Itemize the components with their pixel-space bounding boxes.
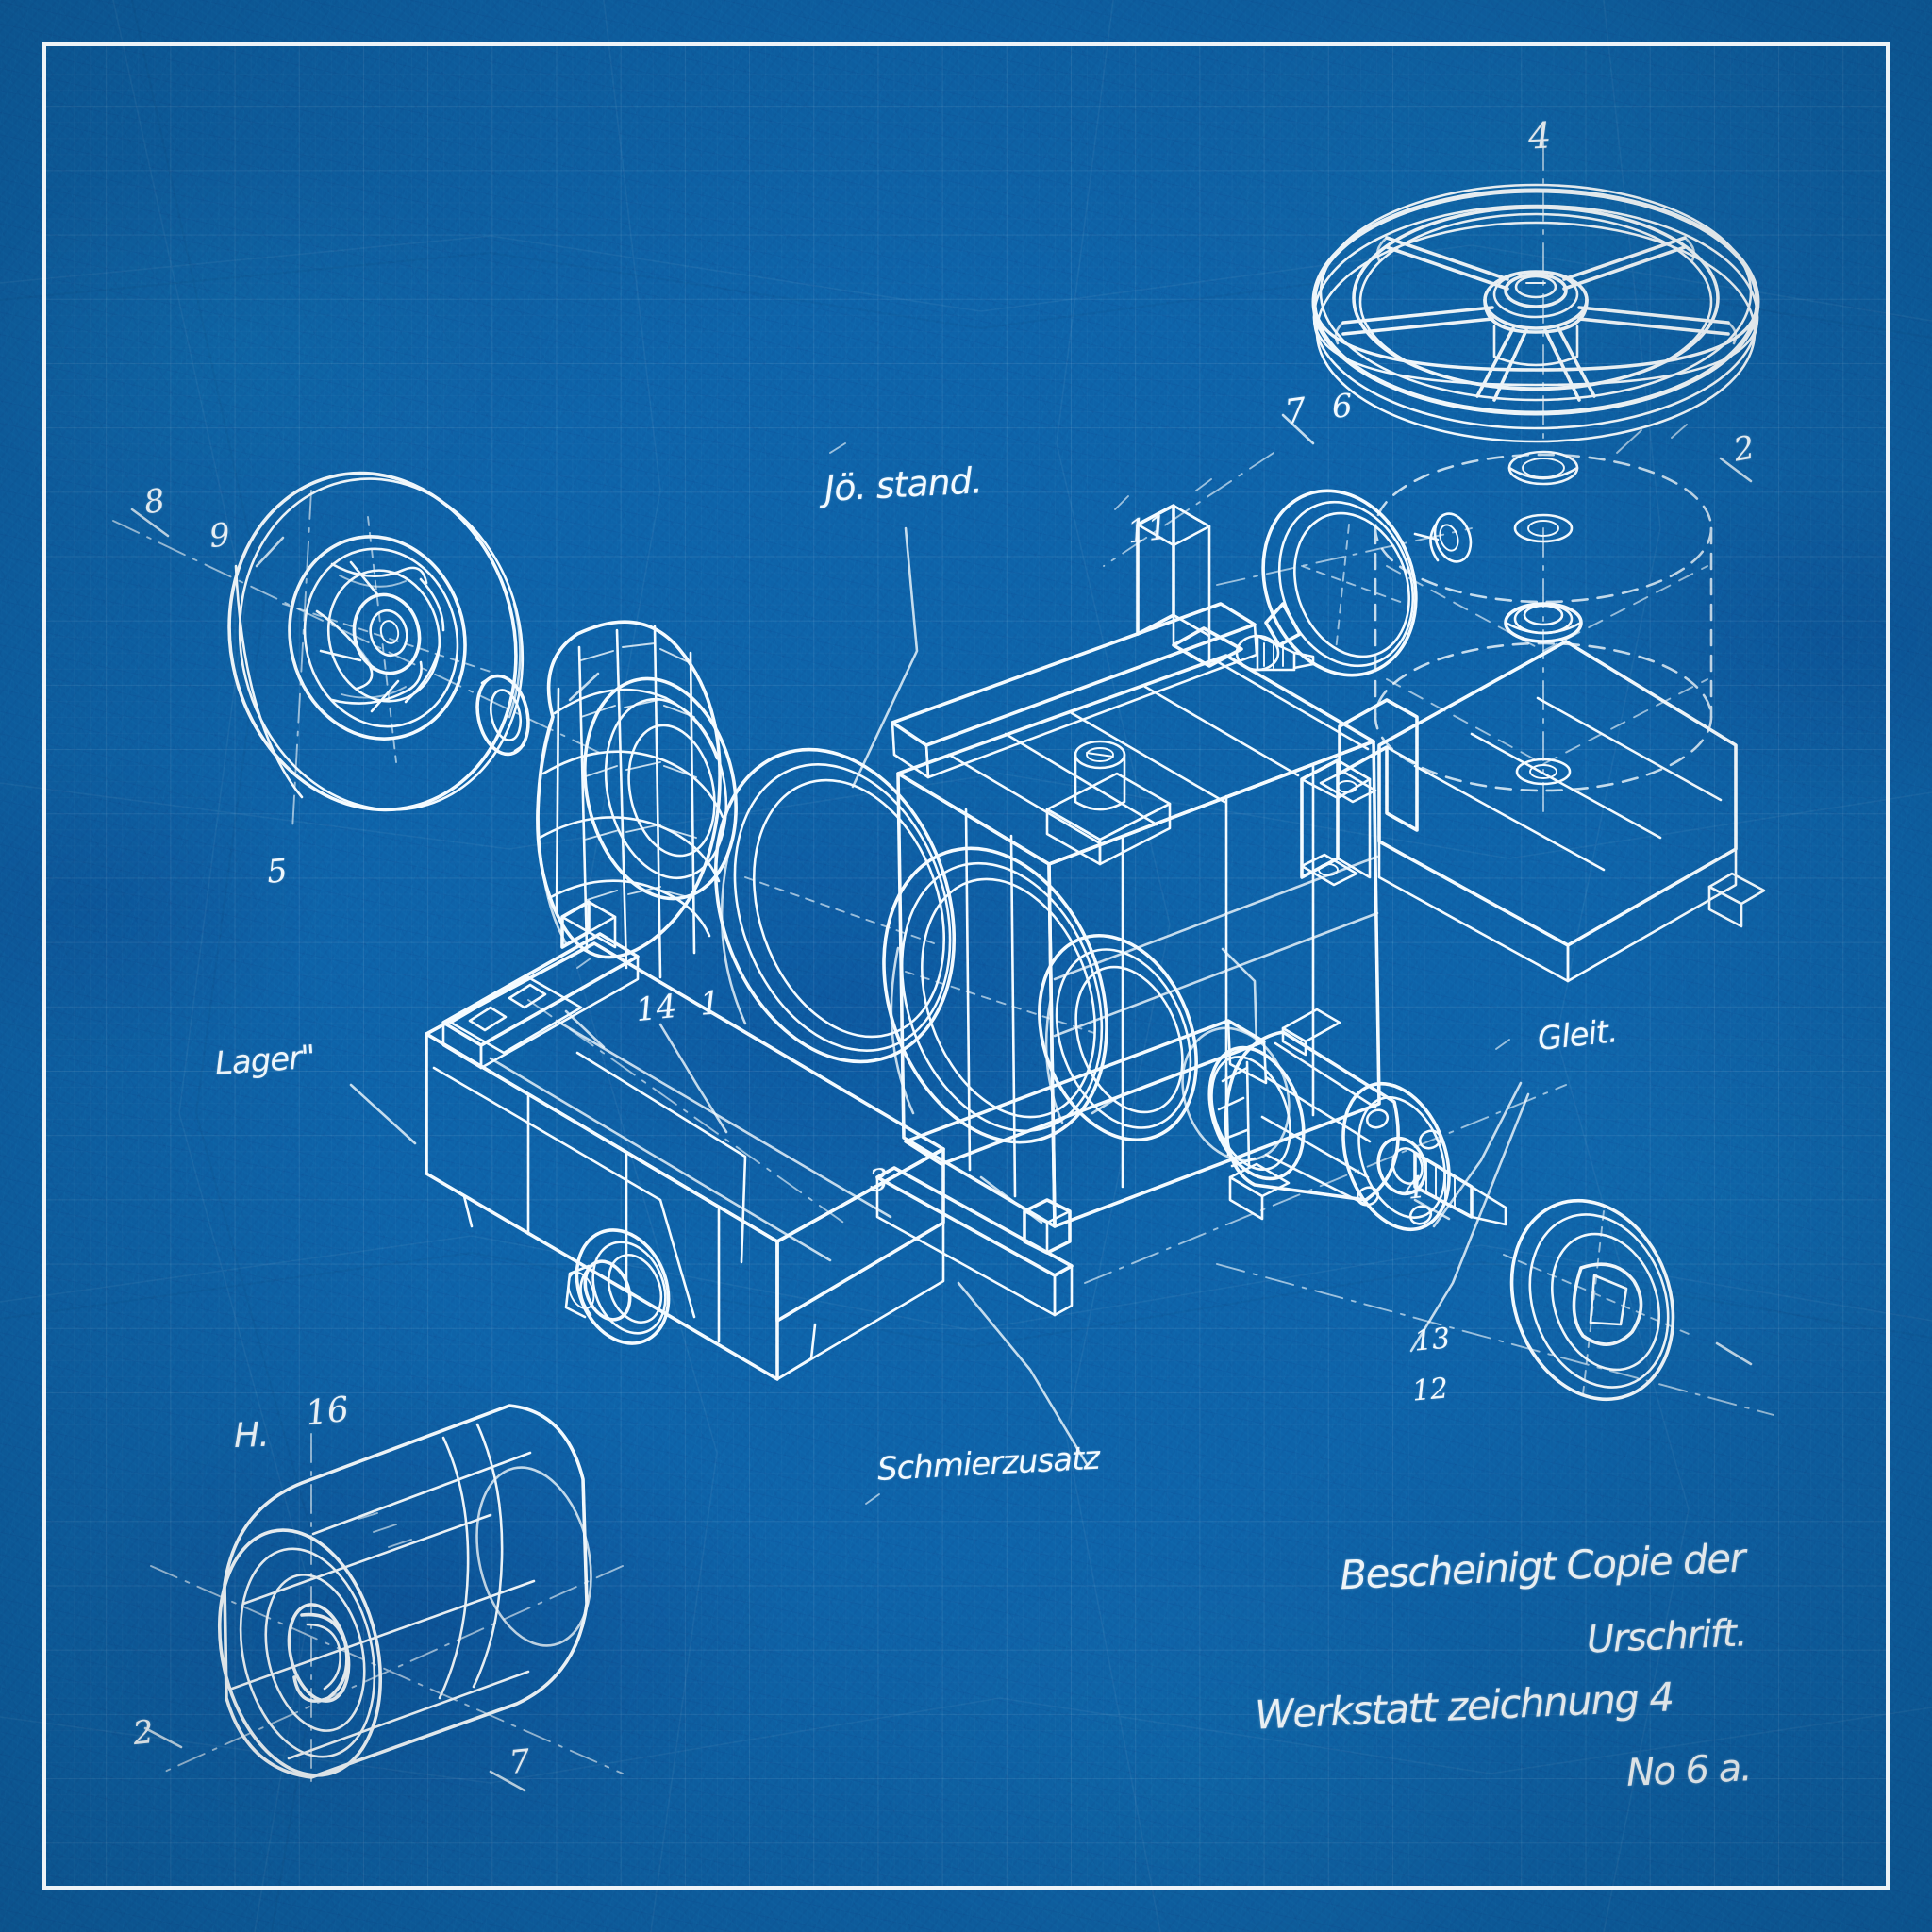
callout-2-drum: 2 [130,1712,156,1754]
callout-13: 13 [1412,1322,1452,1358]
stray-marks [576,424,1688,1505]
housing-bolt-pad-b [1300,853,1358,887]
callout-7: 7 [1282,391,1309,433]
sump-bearing-boss [564,1228,671,1345]
callout-3-sump: 3 [867,1161,890,1199]
part-main-housing [875,504,1381,1317]
callout-16: 16 [303,1390,351,1434]
sump-hex-nut [1023,1198,1072,1255]
note-bottom-label: Schmierzusatz [875,1439,1101,1489]
part-bellows-coupling [536,620,738,979]
part-hub-cap [1507,450,1579,486]
part-baseplate [1338,453,1766,983]
housing-bolt-pad-a [1319,770,1377,804]
part-cover-gasket [1261,489,1418,677]
sheet-border-rule [42,42,1890,1890]
signature-line-4: No 6 a. [1625,1746,1752,1795]
part-cap-screw [1235,634,1315,672]
callout-14: 14 [634,987,679,1030]
part-electric-motor [1208,947,1507,1232]
part-impeller [227,471,525,812]
callout-5: 5 [265,852,290,891]
dimension-ticks [130,413,1753,1792]
note-lager-label: Lager" [213,1038,317,1083]
engineering-grid-minor [42,42,1890,1890]
centerlines [112,141,1774,1784]
part-drum-rotor [217,1404,592,1779]
leader-lines [349,526,1530,1466]
callout-6: 6 [1330,387,1355,426]
callout-4-flywheel: 4 [1526,114,1553,158]
note-top-label: Jö. stand. [823,459,983,509]
note-h-label: H. [233,1415,270,1456]
part-end-cover [1503,1198,1690,1402]
part-bore-ring-center [882,846,1108,1144]
callout-2-baseplate: 2 [1730,428,1757,470]
engineering-grid-major [42,42,1890,1890]
baseplate-hub [1504,602,1583,643]
part-sump-casting [425,900,1072,1381]
signature-line-2: Urschrift. [1586,1611,1747,1662]
callout-7-drum: 7 [507,1741,532,1783]
part-bore-ring-rear [1038,933,1198,1142]
part-bore-ring-front [713,747,957,1064]
baseplate-knob [1413,512,1473,563]
callout-9: 9 [207,515,232,557]
callout-1: 1 [698,984,723,1024]
sump-filler-plug [560,900,617,949]
signature-line-1: Bescheinigt Copie der [1339,1534,1746,1599]
signature-line-3: Werkstatt zeichnung 4 [1254,1674,1674,1739]
callout-8: 8 [142,481,168,523]
callout-12: 12 [1410,1372,1450,1408]
housing-top-boss [1074,740,1126,811]
part-flywheel [1311,183,1760,443]
note-right-label: Gleit. [1535,1012,1619,1058]
part-spacer-ring [475,674,530,757]
callout-11: 11 [1124,508,1171,552]
callout-4-endcover: 4 [1403,1169,1426,1207]
